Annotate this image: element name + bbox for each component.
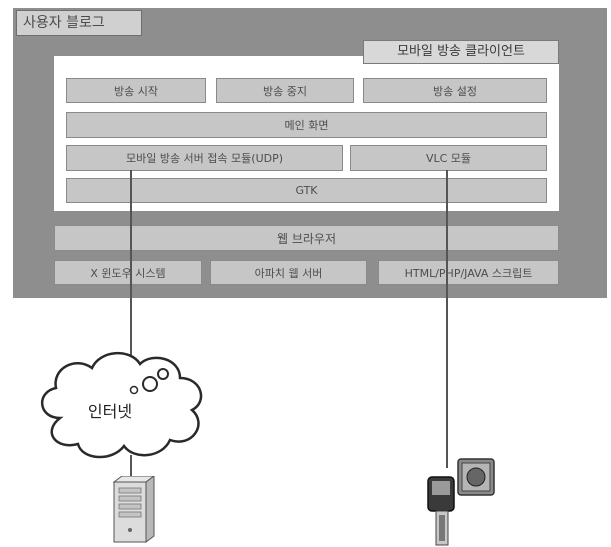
apache-web-server: 아파치 웹 서버 xyxy=(210,260,367,285)
vlc-module: VLC 모듈 xyxy=(350,145,547,171)
camera-connection-line xyxy=(446,170,448,468)
gtk-module: GTK xyxy=(66,178,547,203)
main-screen-module: 메인 화면 xyxy=(66,112,547,138)
broadcast-settings-module: 방송 설정 xyxy=(363,78,547,103)
user-blog-title: 사용자 블로그 xyxy=(16,10,142,36)
camera-device-icon xyxy=(427,458,495,546)
internet-label: 인터넷 xyxy=(87,402,133,421)
scripts-layer: HTML/PHP/JAVA 스크립트 xyxy=(378,260,559,285)
internet-connection-line xyxy=(130,170,132,355)
start-broadcast-module: 방송 시작 xyxy=(66,78,206,103)
mobile-client-title: 모바일 방송 클라이언트 xyxy=(363,40,559,64)
stop-broadcast-module: 방송 중지 xyxy=(216,78,354,103)
server-connection-line xyxy=(130,455,132,477)
x-window-system: X 윈도우 시스템 xyxy=(54,260,202,285)
internet-cloud-icon xyxy=(40,351,203,459)
web-browser-layer: 웹 브라우저 xyxy=(54,225,559,251)
server-connection-module: 모바일 방송 서버 접속 모듈(UDP) xyxy=(66,145,343,171)
server-icon xyxy=(112,476,155,543)
